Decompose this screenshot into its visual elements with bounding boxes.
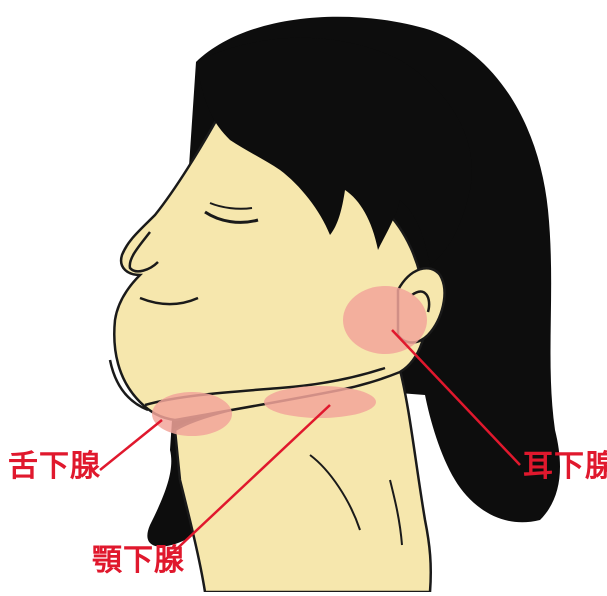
parotid-gland-label: 耳下腺	[523, 452, 607, 482]
sublingual-gland-label: 舌下腺	[8, 452, 101, 482]
sublingual-gland	[152, 392, 232, 436]
parotid-gland	[343, 286, 427, 354]
sublingual-leader-line	[100, 420, 162, 470]
submandibular-gland-label: 顎下腺	[92, 546, 185, 576]
